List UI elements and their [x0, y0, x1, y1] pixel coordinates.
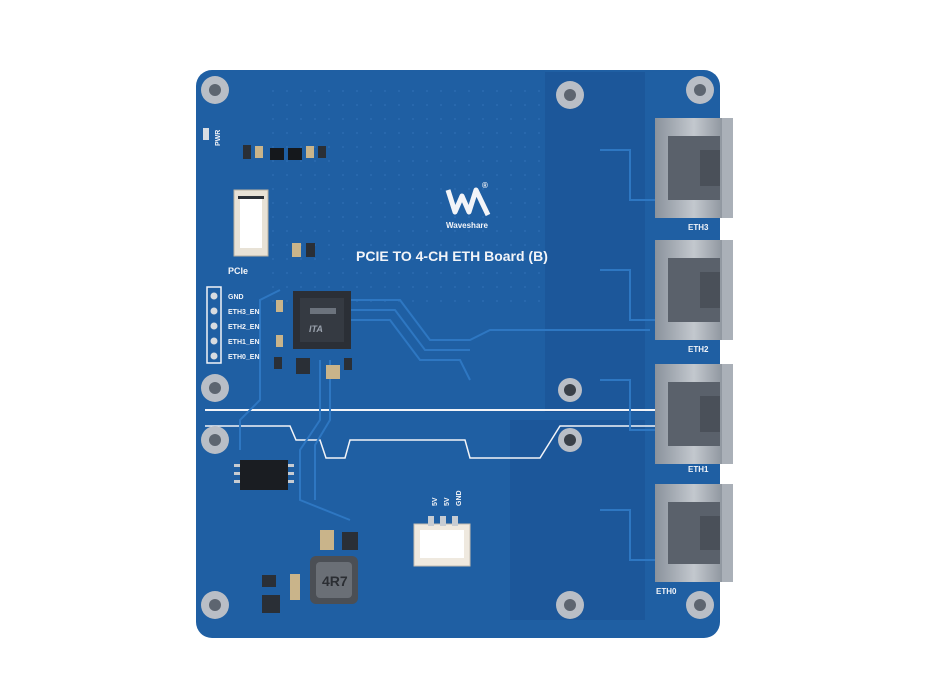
power-components: [262, 530, 358, 613]
eth1-label: ETH1: [688, 465, 709, 474]
chip-marking: ITA: [309, 324, 323, 334]
brand-name: Waveshare: [446, 221, 489, 230]
inductor-marking: 4R7: [322, 573, 348, 589]
ethernet-zone-lower: [510, 420, 645, 620]
ethernet-zone: [545, 72, 645, 412]
eth0-label: ETH0: [656, 587, 677, 596]
power-connector: [413, 516, 471, 567]
eth3-label: ETH3: [688, 223, 709, 232]
pin-eth0-en-label: ETH0_EN: [228, 354, 260, 361]
pin-eth1-en-label: ETH1_EN: [228, 339, 260, 346]
pwr-led: [203, 128, 209, 140]
inductor: [310, 556, 358, 604]
smd-components-top: [243, 145, 326, 160]
pin-gnd-label: GND: [228, 294, 244, 301]
mounting-hole-lower-left: [201, 426, 229, 454]
pin-eth3-en-label: ETH3_EN: [228, 309, 260, 316]
pcb-traces: [239, 149, 655, 561]
waveshare-logo: [445, 187, 491, 217]
mounting-hole-bottom-right: [686, 591, 714, 619]
mounting-hole-mid-left: [201, 374, 229, 402]
split-outline: [205, 425, 655, 459]
soic-chip: [234, 460, 294, 490]
board-title: PCIE TO 4-CH ETH Board (B): [356, 248, 548, 264]
pcie-label: PCIe: [228, 266, 248, 276]
power-pin-gnd: GND: [456, 490, 463, 506]
mounting-hole-lower-center: [558, 428, 582, 452]
mounting-hole-top-right: [686, 76, 714, 104]
mounting-hole-bottom-left: [201, 591, 229, 619]
mounting-hole-bottom-mid: [556, 591, 584, 619]
pwr-label: PWR: [215, 130, 222, 146]
rj45-eth3: [655, 118, 733, 218]
mounting-hole-top-left: [201, 76, 229, 104]
rj45-eth2: [655, 240, 733, 340]
smd-caps: [292, 243, 315, 257]
mounting-hole-mid-center: [558, 378, 582, 402]
pcb-via-field: [262, 80, 542, 310]
rj45-eth0: [655, 484, 733, 582]
power-pin-5v-a: 5V: [432, 497, 439, 506]
mounting-hole-top-mid: [556, 81, 584, 109]
pcie-ffc-connector: [233, 189, 269, 257]
smd-components-chip: [274, 300, 352, 379]
pcie-switch-chip: [293, 291, 351, 349]
logo-registered-mark: ®: [482, 181, 488, 190]
power-pin-5v-b: 5V: [444, 497, 451, 506]
pin-eth2-en-label: ETH2_EN: [228, 324, 260, 331]
pin-header: [206, 286, 222, 364]
eth2-label: ETH2: [688, 345, 709, 354]
rj45-eth1: [655, 364, 733, 464]
mounting-holes: [201, 76, 714, 619]
